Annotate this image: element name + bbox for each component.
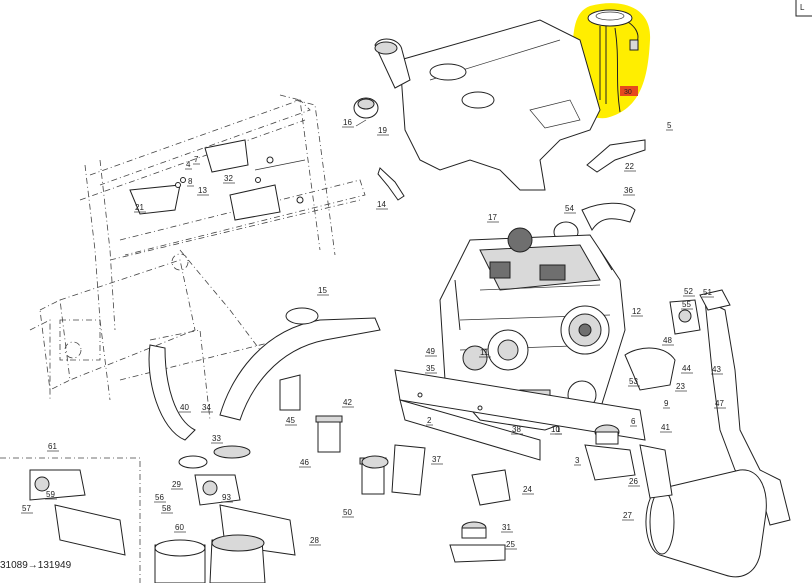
callout-41: 41 xyxy=(661,423,670,432)
callout-31: 31 xyxy=(502,523,511,532)
fuel-tank xyxy=(353,19,601,201)
callout-30: 30 xyxy=(624,89,632,96)
callout-16: 16 xyxy=(343,118,352,127)
callout-32: 32 xyxy=(224,174,233,183)
callout-11: 11 xyxy=(480,348,489,357)
callout-27: 27 xyxy=(623,511,632,520)
engine-block xyxy=(439,227,626,431)
callout-59: 59 xyxy=(46,490,55,499)
callout-19: 19 xyxy=(378,126,387,135)
callout-34: 34 xyxy=(202,403,211,412)
upper-bracket-cluster xyxy=(129,139,306,221)
air-pipes xyxy=(148,202,636,469)
callout-7: 7 xyxy=(194,155,199,164)
serial-inset: 31089→131949 xyxy=(0,457,296,583)
callout-52: 52 xyxy=(684,287,693,296)
callout-3: 3 xyxy=(575,456,580,465)
callout-10: 10 xyxy=(551,425,560,434)
callout-12: 12 xyxy=(632,307,641,316)
callout-58: 58 xyxy=(162,504,171,513)
callout-22: 22 xyxy=(625,162,634,171)
callout-48: 48 xyxy=(663,336,672,345)
callout-54: 54 xyxy=(565,204,574,213)
callout-2: 2 xyxy=(427,416,432,425)
callout-57: 57 xyxy=(22,504,31,513)
callout-53: 53 xyxy=(629,377,638,386)
callout-26: 26 xyxy=(629,477,638,486)
callout-24: 24 xyxy=(523,485,532,494)
callout-93: 93 xyxy=(222,493,231,502)
callout-60: 60 xyxy=(175,523,184,532)
callout-46: 46 xyxy=(300,458,309,467)
callout-25: 25 xyxy=(506,540,515,549)
callout-23: 23 xyxy=(676,382,685,391)
callout-14: 14 xyxy=(377,200,386,209)
callout-51: 51 xyxy=(703,288,712,297)
callout-4: 4 xyxy=(186,160,191,169)
callout-43: 43 xyxy=(712,365,721,374)
callout-1: 1 xyxy=(556,425,561,434)
chassis-frame xyxy=(29,94,366,421)
corner-label-box: L xyxy=(795,0,812,17)
callout-37: 37 xyxy=(432,455,441,464)
callout-44: 44 xyxy=(682,364,691,373)
callout-9: 9 xyxy=(664,399,669,408)
exhaust-system xyxy=(586,139,791,578)
callout-6: 6 xyxy=(631,417,636,426)
callout-45: 45 xyxy=(286,416,295,425)
callout-13: 13 xyxy=(198,186,207,195)
callout-5: 5 xyxy=(667,121,672,130)
filters xyxy=(315,415,426,496)
callout-42: 42 xyxy=(343,398,352,407)
callout-28: 28 xyxy=(310,536,319,545)
callout-40: 40 xyxy=(180,403,189,412)
callout-56: 56 xyxy=(155,493,164,502)
serial-range-label: 31089→131949 xyxy=(0,560,72,571)
callout-61: 61 xyxy=(48,442,57,451)
callout-47: 47 xyxy=(715,399,724,408)
callout-49: 49 xyxy=(426,347,435,356)
callout-35: 35 xyxy=(426,364,435,373)
callout-15: 15 xyxy=(318,286,327,295)
callout-50: 50 xyxy=(343,508,352,517)
callout-8: 8 xyxy=(188,177,193,186)
callout-17: 17 xyxy=(488,213,497,222)
engine-mounts xyxy=(449,424,673,563)
callout-21: 21 xyxy=(135,203,144,212)
callout-55: 55 xyxy=(682,300,691,309)
callout-29: 29 xyxy=(172,480,181,489)
engine-frame-rail xyxy=(394,369,646,461)
callout-36: 36 xyxy=(624,186,633,195)
callout-38: 38 xyxy=(512,425,521,434)
callout-33: 33 xyxy=(212,434,221,443)
callout-30-box xyxy=(620,86,638,96)
corner-label: L xyxy=(800,3,805,12)
callout-labels: 1234567891011121314151617192122232425262… xyxy=(21,118,726,550)
